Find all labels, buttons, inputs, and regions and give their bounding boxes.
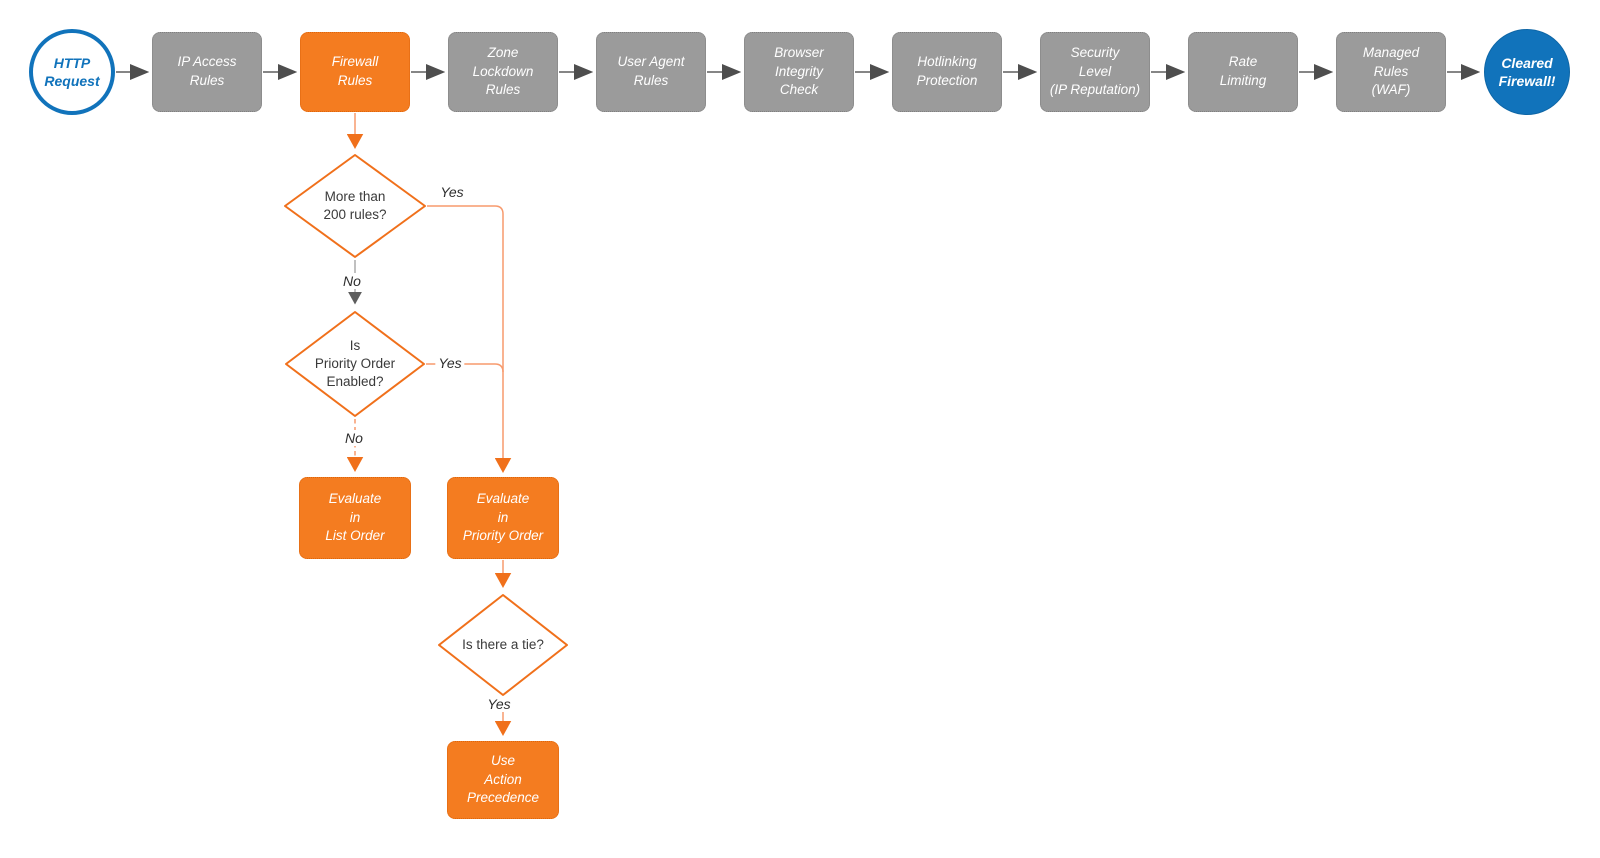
action-label: Evaluate in List Order [325, 491, 385, 544]
step-firewall-rules: Firewall Rules [300, 32, 410, 112]
step-label: User Agent Rules [617, 54, 685, 88]
action-label: Evaluate in Priority Order [462, 491, 544, 544]
node-label: Cleared Firewall! [1498, 54, 1556, 89]
edge-decision1-yes-to-priority-order [427, 205, 512, 473]
node-http-request: HTTP Request [29, 29, 115, 115]
action-label: Use Action Precedence [466, 753, 540, 806]
node-cleared-firewall: Cleared Firewall! [1484, 29, 1570, 115]
step-browser-integrity-check: Browser Integrity Check [744, 32, 854, 112]
step-user-agent-rules: User Agent Rules [596, 32, 706, 112]
edge-decision2-yes-join [426, 363, 504, 373]
edge-label-no-decision1: No [340, 273, 364, 289]
step-label: Zone Lockdown Rules [472, 45, 534, 98]
step-security-level: Security Level (IP Reputation) [1040, 32, 1150, 112]
diamond-shape [285, 311, 425, 417]
step-label: Rate Limiting [1219, 54, 1267, 88]
action-evaluate-in-priority-order: Evaluate in Priority Order [447, 477, 559, 559]
decision-label: More than 200 rules? [323, 189, 387, 222]
step-hotlinking-protection: Hotlinking Protection [892, 32, 1002, 112]
step-ip-access-rules: IP Access Rules [152, 32, 262, 112]
step-label: Hotlinking Protection [916, 54, 978, 88]
decision-label: Is Priority Order Enabled? [314, 338, 396, 389]
decision-more-than-200-rules: More than 200 rules? [283, 153, 427, 259]
step-label: Firewall Rules [331, 54, 379, 88]
diamond-shape [284, 154, 426, 258]
edge-label-no-decision2: No [342, 430, 366, 446]
action-evaluate-in-list-order: Evaluate in List Order [299, 477, 411, 559]
action-use-action-precedence: Use Action Precedence [447, 741, 559, 819]
step-label: Browser Integrity Check [774, 45, 824, 98]
decision-priority-order-enabled: Is Priority Order Enabled? [284, 310, 426, 418]
step-zone-lockdown-rules: Zone Lockdown Rules [448, 32, 558, 112]
step-label: Security Level (IP Reputation) [1049, 45, 1141, 98]
step-label: IP Access Rules [177, 54, 237, 88]
step-label: Managed Rules (WAF) [1362, 45, 1420, 98]
edge-label-yes-decision1: Yes [437, 184, 467, 200]
edge-label-yes-decision2: Yes [435, 355, 465, 371]
edge-label-yes-decision3: Yes [484, 696, 514, 712]
decision-label: Is there a tie? [462, 637, 544, 653]
step-rate-limiting: Rate Limiting [1188, 32, 1298, 112]
decision-is-there-a-tie: Is there a tie? [437, 593, 569, 697]
node-label: HTTP Request [44, 54, 100, 89]
diamond-shape [438, 594, 568, 696]
step-managed-rules-waf: Managed Rules (WAF) [1336, 32, 1446, 112]
